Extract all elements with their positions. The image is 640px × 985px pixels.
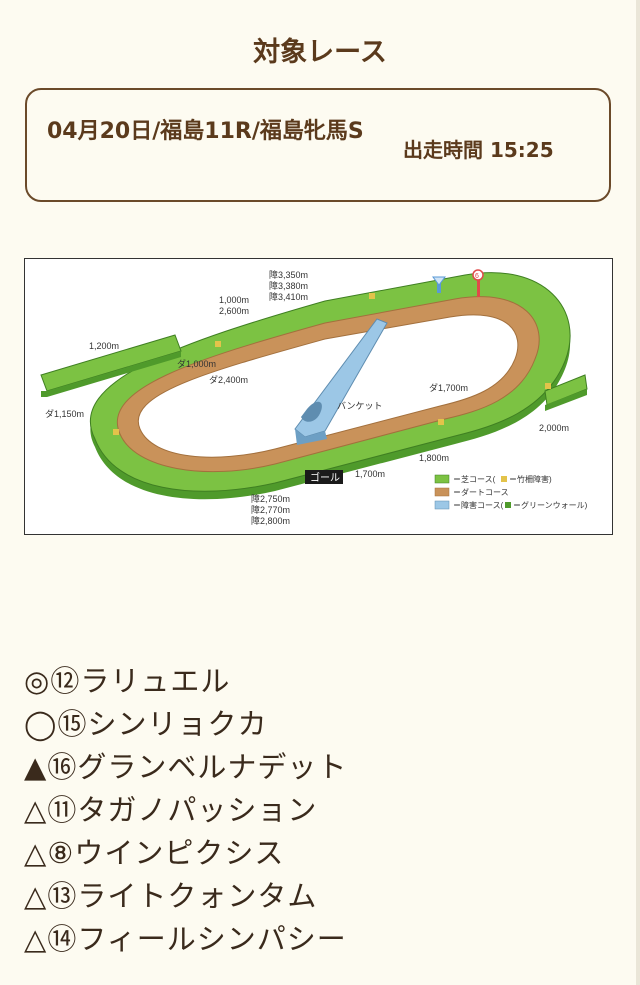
label-turf-1700: 1,700m [355, 469, 385, 479]
pick-number: ⑫ [50, 664, 81, 698]
label-dirt-1150: ダ1,150m [45, 408, 84, 419]
label-dirt-1000: ダ1,000m [177, 358, 216, 369]
pick-horse: ラリュエル [80, 664, 231, 698]
pick-number: ⑯ [47, 750, 78, 784]
goal-label: ゴール [310, 471, 340, 484]
prediction-list: ◎⑫ラリュエル ◯⑮シンリョクカ ▲⑯グランベルナデット △⑪タガノパッション … [24, 660, 347, 961]
hurdle-markers [113, 293, 551, 435]
pick-mark: △ [24, 836, 48, 870]
pick-number: ⑮ [57, 707, 88, 741]
legend-turf: ＝芝コース( [453, 474, 496, 484]
race-info-box[interactable]: 04月20日/福島11R/福島牝馬S 出走時間 15:25 [25, 88, 611, 202]
pick-number: ⑧ [47, 836, 75, 870]
start-poles: 6 [432, 269, 484, 297]
label-turf-2600: 2,600m [219, 306, 249, 316]
pick-mark: ◎ [24, 664, 51, 698]
pick-mark: ▲ [24, 750, 48, 784]
course-map: 1,000m 2,600m 障3,350m 障3,380m 障3,410m 1,… [24, 258, 613, 535]
course-map-svg: 1,000m 2,600m 障3,350m 障3,380m 障3,410m 1,… [40, 269, 588, 526]
label-steeple-2750: 障2,750m [251, 493, 290, 504]
map-legend: ＝芝コース( ＝竹柵障害) ＝ダートコース ＝障害コース( ＝グリーンウォール) [434, 474, 588, 510]
goal-marker: ゴール [305, 470, 343, 484]
pick-horse: ライトクォンタム [77, 879, 318, 913]
pick-mark: △ [24, 793, 48, 827]
list-item: △⑧ウインピクシス [24, 832, 347, 875]
pick-number: ⑬ [47, 879, 78, 913]
label-turf-1800: 1,800m [419, 453, 449, 463]
legend-turf-note: ＝竹柵障害) [509, 474, 552, 484]
label-steeple-3410: 障3,410m [269, 291, 308, 302]
list-item: △⑬ライトクォンタム [24, 875, 347, 918]
pick-number: ⑭ [47, 922, 78, 956]
label-steeple-3380: 障3,380m [269, 280, 308, 291]
pick-horse: ウインピクシス [74, 836, 285, 870]
pick-number: ⑪ [47, 793, 78, 827]
label-turf-1000: 1,000m [219, 295, 249, 305]
pick-mark: △ [24, 922, 48, 956]
list-item: △⑭フィールシンパシー [24, 918, 347, 961]
pick-horse: シンリョクカ [87, 707, 268, 741]
pick-horse: フィールシンパシー [77, 922, 347, 956]
pick-mark: △ [24, 879, 48, 913]
label-dirt-2400: ダ2,400m [209, 374, 248, 385]
label-turf-2000: 2,000m [539, 423, 569, 433]
legend-dirt: ＝ダートコース [453, 487, 509, 497]
list-item: ▲⑯グランベルナデット [24, 746, 347, 789]
label-steeple-3350: 障3,350m [269, 269, 308, 280]
list-item: △⑪タガノパッション [24, 789, 347, 832]
pick-mark: ◯ [24, 707, 58, 741]
pick-horse: タガノパッション [77, 793, 318, 827]
pick-horse: グランベルナデット [77, 750, 348, 784]
list-item: ◎⑫ラリュエル [24, 660, 347, 703]
section-title: 対象レース [253, 37, 387, 68]
race-name[interactable]: 04月20日/福島11R/福島牝馬S [47, 119, 364, 144]
race-start-time: 出走時間 15:25 [403, 138, 554, 162]
pole-number: 6 [475, 273, 479, 280]
steeple-course [294, 318, 388, 445]
label-steeple-2800: 障2,800m [251, 515, 290, 526]
label-dirt-1700: ダ1,700m [429, 382, 468, 393]
legend-steeple-note: ＝グリーンウォール) [513, 500, 588, 510]
legend-steeple: ＝障害コース( [453, 500, 504, 510]
label-turf-1200: 1,200m [89, 341, 119, 351]
label-banquette: バンケット [337, 401, 382, 411]
list-item: ◯⑮シンリョクカ [24, 703, 347, 746]
label-steeple-2770: 障2,770m [251, 504, 290, 515]
